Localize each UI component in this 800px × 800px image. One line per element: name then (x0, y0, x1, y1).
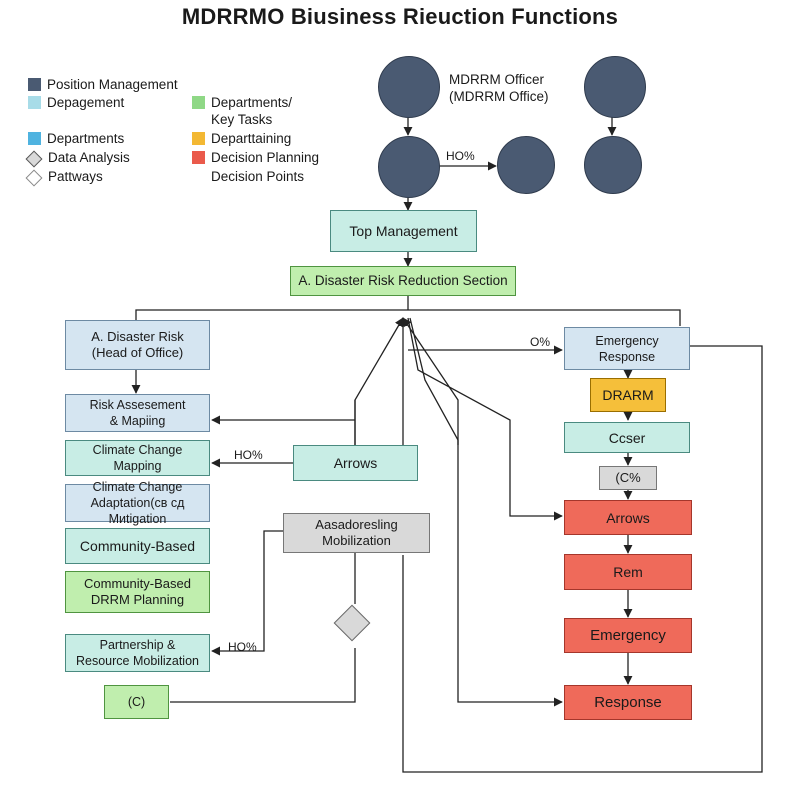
partnership-box[interactable]: Partnership & Resource Mobilization (65, 634, 210, 672)
ccser-box[interactable]: Ccser (564, 422, 690, 453)
officer-node-far-right[interactable] (584, 136, 642, 194)
legend-data-analysis: Data Analysis (25, 149, 130, 168)
arrows-center-box[interactable]: Arrows (293, 445, 418, 481)
top-management-box[interactable]: Top Management (330, 210, 477, 252)
legend-label: Decision Points (211, 169, 305, 184)
node-label-line2: Mapping (113, 459, 162, 473)
drarm-box[interactable]: DRARM (590, 378, 666, 412)
drr-section-box[interactable]: A. Disaster Risk Reduction Section (290, 266, 516, 296)
square-swatch-icon (192, 132, 205, 145)
legend-label: Pattways (48, 169, 103, 184)
node-label-line1: Climate Change (92, 480, 183, 494)
node-label: Arrows (606, 509, 650, 526)
node-label-line2: & Mapiing (109, 414, 166, 428)
legend-label: Departtaining (211, 131, 292, 146)
node-label: Rem (613, 564, 643, 580)
community-drrm-box[interactable]: Community-Based DRRM Planning (65, 571, 210, 613)
officer-node-right[interactable] (497, 136, 555, 194)
climate-mapping-box[interactable]: Climate Change Mapping (65, 440, 210, 476)
emergency-response-box[interactable]: Emergency Response (564, 327, 690, 370)
officer-node-middle[interactable] (378, 136, 440, 198)
square-swatch-icon (192, 96, 205, 109)
officer-node-top-left[interactable] (378, 56, 440, 118)
legend-position-management: Position Management (28, 76, 178, 93)
node-label: Arrows (333, 455, 378, 471)
c-box[interactable]: (C) (104, 685, 169, 719)
officer-node-top-right[interactable] (584, 56, 646, 118)
node-label-line2: (Head of Office) (91, 345, 184, 360)
legend-label-line2: Key Tasks (211, 112, 273, 127)
square-swatch-icon (192, 151, 205, 164)
legend-departments-key-tasks: Departments/ Key Tasks (192, 94, 292, 128)
node-label-line1: Partnership & (99, 638, 176, 652)
node-label-line2: DRRM Planning (90, 592, 185, 607)
node-label-line1: Climate Change (92, 443, 183, 457)
legend-label: Decision Planning (211, 150, 320, 165)
rem-box[interactable]: Rem (564, 554, 692, 590)
legend-label: Depagement (47, 95, 125, 110)
edge-label-partnership: HO% (228, 640, 257, 654)
legend-label: Position Management (47, 77, 178, 92)
node-label: Emergency (590, 626, 666, 644)
officer-label-line2: (MDRRM Office) (449, 89, 549, 104)
community-based-box[interactable]: Community-Based (65, 528, 210, 564)
node-label: Response (594, 693, 662, 711)
node-label-line2: Resource Mobilization (76, 654, 199, 668)
climate-adaptation-box[interactable]: Climate Change Adaptation(св сд Миtigati… (65, 480, 210, 526)
mobilization-box[interactable]: Aasadoresling Mobilization (283, 513, 430, 553)
response-box[interactable]: Response (564, 685, 692, 720)
legend-decision-points: Decision Points (211, 168, 304, 185)
risk-assessment-box[interactable]: Risk Assesement & Mapiing (65, 394, 210, 432)
legend-depagement: Depagement (28, 94, 124, 111)
edge-label-arrows: HO% (234, 448, 263, 462)
edge-label-emergency: O% (530, 335, 551, 349)
node-label: (C% (615, 470, 641, 485)
node-label-line1: Risk Assesement (89, 398, 186, 412)
node-label-line1: Aasadoresling (315, 517, 398, 532)
legend-decision-planning: Decision Planning (192, 149, 319, 166)
node-label-line2: Adaptation(св сд Миtigation (90, 496, 185, 526)
node-label: Top Management (349, 223, 458, 239)
square-swatch-icon (28, 132, 41, 145)
emergency-box[interactable]: Emergency (564, 618, 692, 653)
square-swatch-icon (28, 78, 41, 91)
legend-label: Departments/ (211, 95, 293, 110)
officer-label: MDRRM Officer (MDRRM Office) (449, 71, 549, 105)
officer-label-line1: MDRRM Officer (449, 72, 545, 87)
node-label-line2: Response (598, 349, 656, 364)
legend-label: Data Analysis (48, 150, 130, 165)
c-percent-box[interactable]: (C% (599, 466, 657, 490)
node-label-line1: A. Disaster Risk (91, 329, 184, 344)
node-label-line1: Community-Based (84, 576, 191, 591)
arrows-right-box[interactable]: Arrows (564, 500, 692, 535)
diagram-title: MDRRMO Biusiness Rieuction Functions (181, 4, 619, 29)
node-label-line2: Mobilization (322, 533, 391, 548)
node-label: DRARM (602, 387, 654, 403)
node-label: (C) (127, 695, 146, 709)
legend-pattways: Pattways (25, 168, 103, 187)
square-swatch-icon (28, 96, 41, 109)
legend-departments: Departments (28, 130, 124, 147)
node-label: A. Disaster Risk Reduction Section (298, 273, 508, 288)
node-label-line1: Emergency (595, 333, 659, 348)
legend-departtaining: Departtaining (192, 130, 291, 147)
edge-label-circles: HO% (446, 149, 475, 163)
node-label: Ccser (608, 429, 646, 446)
node-label: Community-Based (79, 538, 196, 554)
legend-label: Departments (47, 131, 125, 146)
disaster-risk-box[interactable]: A. Disaster Risk (Head of Office) (65, 320, 210, 370)
